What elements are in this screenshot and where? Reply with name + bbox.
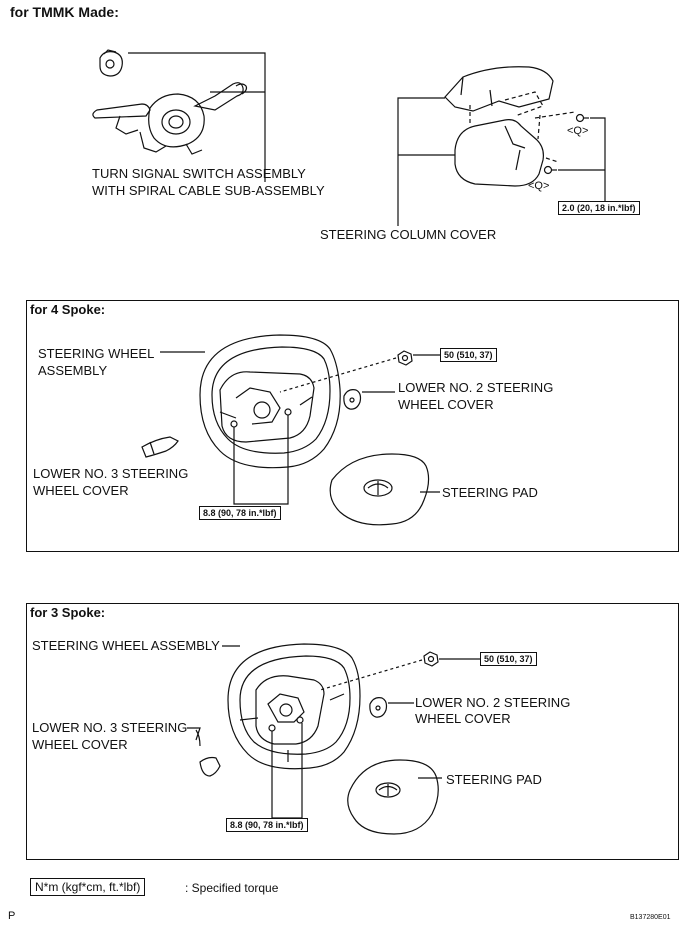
- column-cover-lower-illustration: [454, 119, 544, 187]
- column-cover-label: STEERING COLUMN COVER: [320, 227, 497, 242]
- three-spoke-lower2-label-line2: WHEEL COVER: [415, 711, 511, 726]
- turn-signal-label-line1: TURN SIGNAL SWITCH ASSEMBLY: [92, 166, 306, 181]
- q-label-lower: <Q>: [528, 180, 550, 192]
- four-spoke-wheel-label-line2: ASSEMBLY: [38, 363, 108, 378]
- three-spoke-nut-torque-spec: 50 (510, 37): [480, 652, 537, 666]
- three-spoke-screw-torque-spec: 8.8 (90, 78 in.*lbf): [226, 818, 308, 832]
- turn-signal-label-line2: WITH SPIRAL CABLE SUB-ASSEMBLY: [92, 183, 325, 198]
- turn-signal-switch-illustration: [92, 82, 248, 155]
- three-spoke-nut: [423, 651, 439, 667]
- four-spoke-wheel-illustration: [199, 334, 341, 469]
- spiral-cable-part-illustration: [99, 49, 123, 77]
- four-spoke-frame: [26, 300, 679, 552]
- column-cover-screws: [543, 113, 589, 175]
- three-spoke-lower3-label-line1: LOWER NO. 3 STEERING: [32, 720, 188, 735]
- figure-id: B137280E01: [630, 914, 671, 921]
- three-spoke-wheel-label: STEERING WHEEL ASSEMBLY: [32, 638, 220, 653]
- torque-legend-text: : Specified torque: [185, 881, 279, 895]
- four-spoke-lower-no2-cover: [343, 389, 362, 410]
- three-spoke-lower2-label-line1: LOWER NO. 2 STEERING: [415, 695, 571, 710]
- four-spoke-lower-no3-cover: [141, 436, 179, 458]
- four-spoke-title: for 4 Spoke:: [30, 302, 106, 317]
- three-spoke-lower-no3-cover: [195, 729, 221, 777]
- three-spoke-frame: [26, 603, 679, 860]
- page-letter: P: [8, 910, 16, 922]
- torque-legend-box: N*m (kgf*cm, ft.*lbf): [30, 878, 146, 896]
- four-spoke-steering-pad: [329, 453, 430, 526]
- three-spoke-lower-no2-cover: [369, 697, 388, 718]
- q-label-upper: <Q>: [567, 125, 589, 137]
- four-spoke-wheel-label-line1: STEERING WHEEL: [38, 346, 155, 361]
- three-spoke-title: for 3 Spoke:: [30, 605, 106, 620]
- three-spoke-wheel-illustration: [227, 643, 361, 770]
- three-spoke-lower3-label-line2: WHEEL COVER: [32, 737, 128, 752]
- four-spoke-lower3-label-line2: WHEEL COVER: [33, 483, 129, 498]
- four-spoke-lower3-label-line1: LOWER NO. 3 STEERING: [33, 466, 189, 481]
- four-spoke-nut-torque-spec: 50 (510, 37): [440, 348, 497, 362]
- four-spoke-screw-torque-spec: 8.8 (90, 78 in.*lbf): [199, 506, 281, 520]
- four-spoke-lower2-label-line2: WHEEL COVER: [398, 397, 494, 412]
- column-cover-torque-spec: 2.0 (20, 18 in.*lbf): [558, 201, 640, 215]
- column-cover-upper-illustration: [444, 66, 554, 112]
- three-spoke-pad-label: STEERING PAD: [446, 772, 542, 787]
- four-spoke-pad-label: STEERING PAD: [442, 485, 538, 500]
- four-spoke-nut: [397, 350, 413, 366]
- tmmk-section-title: for TMMK Made:: [10, 4, 119, 20]
- three-spoke-steering-pad: [347, 759, 439, 835]
- four-spoke-lower2-label-line1: LOWER NO. 2 STEERING: [398, 380, 554, 395]
